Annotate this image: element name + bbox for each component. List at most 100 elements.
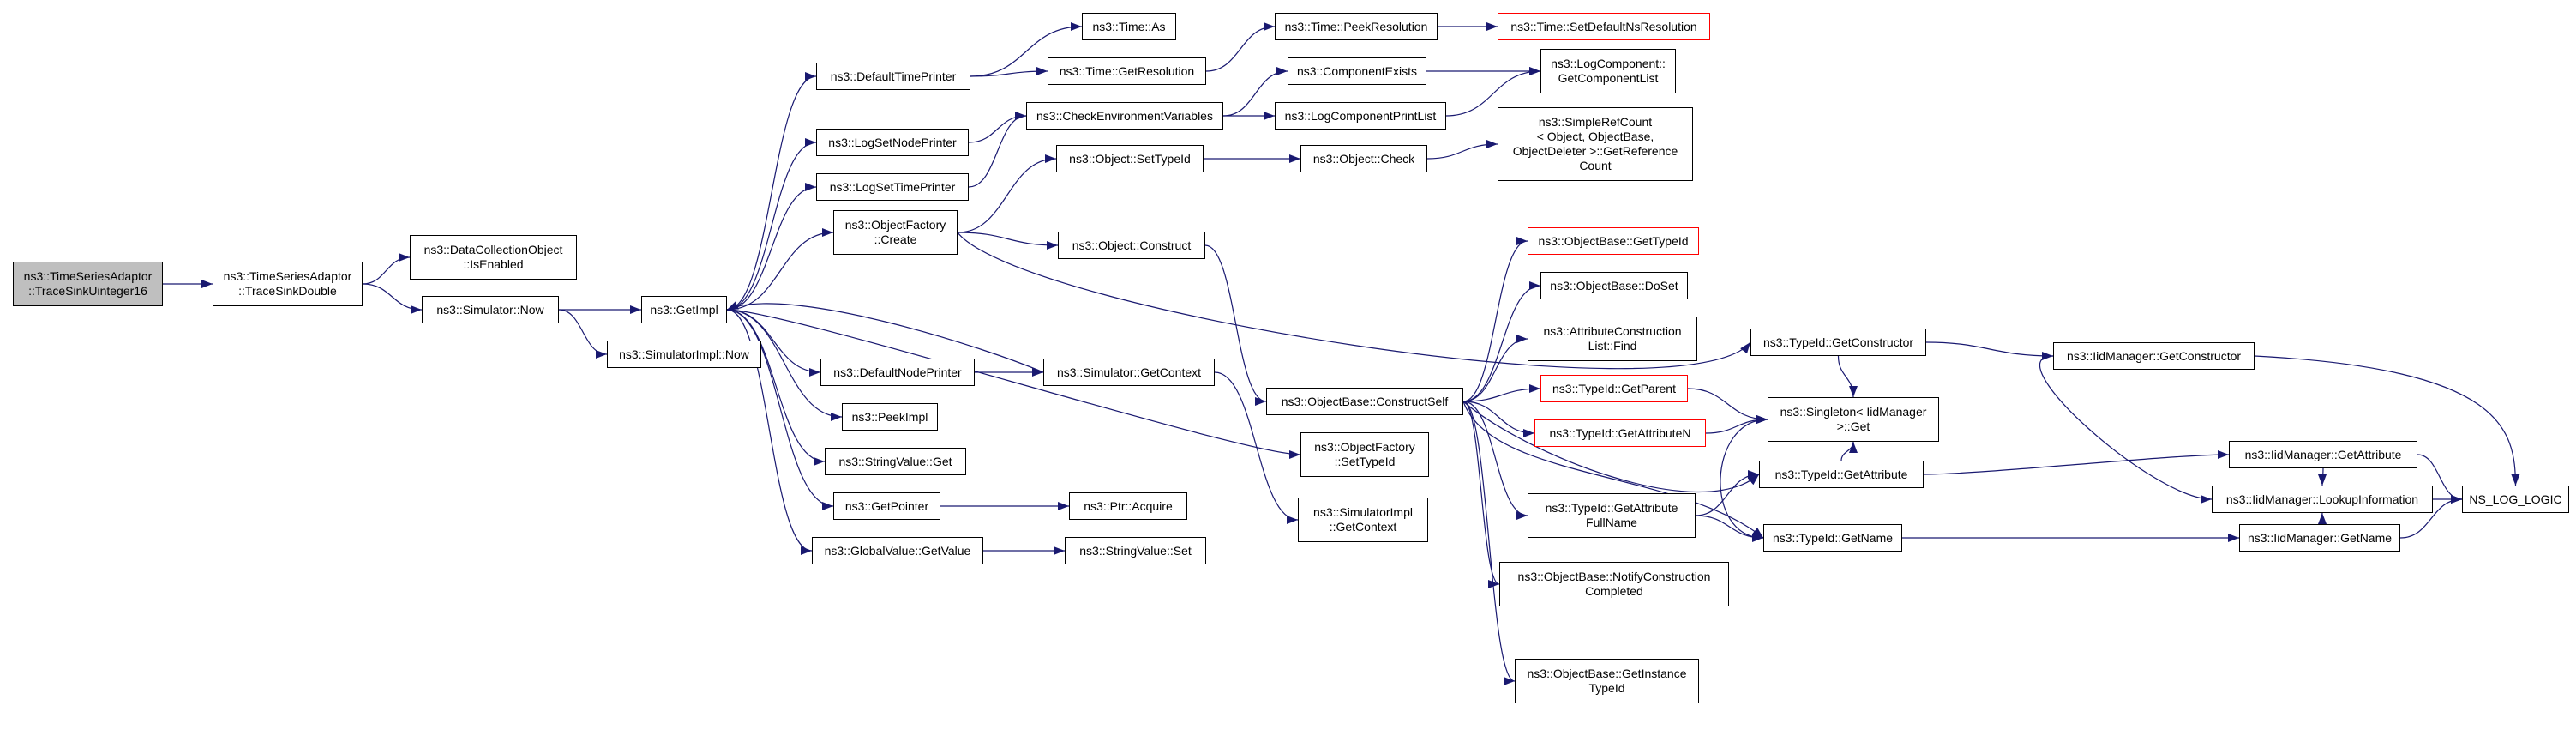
graph-node-constructSelf[interactable]: ns3::ObjectBase::ConstructSelf: [1266, 388, 1463, 415]
graph-node-aclFind[interactable]: ns3::AttributeConstruction List::Find: [1528, 317, 1697, 361]
graph-node-getPointer[interactable]: ns3::GetPointer: [833, 492, 940, 520]
graph-node-defaultNodePrinter[interactable]: ns3::DefaultNodePrinter: [820, 359, 975, 386]
graph-node-doSet[interactable]: ns3::ObjectBase::DoSet: [1540, 272, 1688, 299]
graph-node-stringValueGet[interactable]: ns3::StringValue::Get: [825, 448, 966, 475]
call-edge-factoryCreate-to-tidGetConstructor: [957, 232, 1751, 370]
call-edge-simGetContext-to-simImplGetContext: [1214, 371, 1299, 524]
call-edge-getImpl-to-logSetTimePrinter: [726, 183, 817, 311]
call-edge-checkEnvVars-to-componentExists: [1222, 67, 1288, 117]
call-edge-getAttributeN-to-singletonGet: [1705, 415, 1768, 434]
graph-node-ptrAcquire[interactable]: ns3::Ptr::Acquire: [1069, 492, 1187, 520]
call-edge-objConstruct-to-constructSelf: [1204, 244, 1267, 406]
graph-node-logSetTimePrinter[interactable]: ns3::LogSetTimePrinter: [816, 173, 969, 201]
call-edge-getImpl-to-factorySetTypeId: [726, 309, 1301, 459]
call-edge-constructSelf-to-tidGetName: [1462, 401, 1764, 539]
call-edge-getImpl-to-peekImpl: [726, 309, 843, 421]
graph-node-objBaseGetTypeId[interactable]: ns3::ObjectBase::GetTypeId: [1528, 227, 1699, 255]
call-edge-simGetContext-to-getImpl: [726, 301, 1044, 373]
graph-node-objSetTypeId[interactable]: ns3::Object::SetTypeId: [1056, 145, 1204, 172]
call-edge-getImpl-to-stringValueGet: [726, 309, 826, 466]
graph-node-timePeekResolution[interactable]: ns3::Time::PeekResolution: [1275, 13, 1438, 40]
graph-node-factoryCreate[interactable]: ns3::ObjectFactory ::Create: [833, 210, 958, 255]
call-edge-logSetTimePrinter-to-checkEnvVars: [968, 112, 1027, 188]
graph-node-logSetNodePrinter[interactable]: ns3::LogSetNodePrinter: [816, 129, 969, 156]
graph-node-logComponentPrintList[interactable]: ns3::LogComponentPrintList: [1275, 102, 1446, 130]
call-edge-factoryCreate-to-objSetTypeId: [957, 154, 1057, 233]
graph-node-getInstanceTypeId[interactable]: ns3::ObjectBase::GetInstance TypeId: [1515, 659, 1699, 703]
graph-node-singletonGet[interactable]: ns3::Singleton< IidManager >::Get: [1768, 397, 1939, 442]
graph-node-getParent[interactable]: ns3::TypeId::GetParent: [1540, 375, 1688, 402]
graph-node-getAttributeN[interactable]: ns3::TypeId::GetAttributeN: [1534, 419, 1706, 447]
call-edge-defaultTimePrinter-to-timeAs: [970, 22, 1083, 77]
graph-node-defaultTimePrinter[interactable]: ns3::DefaultTimePrinter: [816, 63, 970, 90]
call-edge-constructSelf-to-notifyCC: [1462, 401, 1500, 588]
graph-node-objConstruct[interactable]: ns3::Object::Construct: [1058, 232, 1205, 259]
graph-node-traceSinkDouble[interactable]: ns3::TimeSeriesAdaptor ::TraceSinkDouble: [213, 262, 363, 306]
call-edge-iidGetName-to-lookupInformation: [2317, 512, 2327, 525]
graph-node-timeAs[interactable]: ns3::Time::As: [1082, 13, 1176, 40]
call-edge-getImpl-to-factoryCreate: [726, 228, 834, 311]
call-edge-constructSelf-to-getInstanceTypeId: [1462, 401, 1516, 685]
call-edge-defaultTimePrinter-to-timeGetResolution: [970, 67, 1048, 77]
graph-node-iidGetAttribute[interactable]: ns3::IidManager::GetAttribute: [2229, 441, 2417, 468]
call-edge-tidGetAttribute-to-iidGetAttribute: [1923, 450, 2230, 475]
graph-node-lookupInformation[interactable]: ns3::IidManager::LookupInformation: [2212, 486, 2433, 513]
call-edge-objCheck-to-getRefCount: [1426, 140, 1498, 160]
graph-node-simNow[interactable]: ns3::Simulator::Now: [422, 296, 559, 323]
graph-node-nsLogLogic[interactable]: NS_LOG_LOGIC: [2462, 486, 2569, 513]
graph-node-simImplGetContext[interactable]: ns3::SimulatorImpl ::GetContext: [1298, 498, 1428, 542]
graph-node-stringValueSet[interactable]: ns3::StringValue::Set: [1065, 537, 1206, 564]
graph-node-iidGetName[interactable]: ns3::IidManager::GetName: [2239, 524, 2400, 552]
graph-node-objCheck[interactable]: ns3::Object::Check: [1300, 145, 1427, 172]
graph-node-isEnabled[interactable]: ns3::DataCollectionObject ::IsEnabled: [410, 235, 577, 280]
call-edge-tidGetConstructor-to-singletonGet: [1837, 355, 1858, 398]
graph-node-tidGetConstructor[interactable]: ns3::TypeId::GetConstructor: [1750, 329, 1926, 356]
call-edge-getImpl-to-logSetNodePrinter: [726, 138, 817, 311]
graph-node-peekImpl[interactable]: ns3::PeekImpl: [842, 403, 938, 431]
call-edge-logComponentPrintList-to-getComponentList: [1445, 67, 1541, 117]
call-edge-constructSelf-to-getAttrFullName: [1462, 401, 1528, 520]
graph-node-tidGetAttribute[interactable]: ns3::TypeId::GetAttribute: [1759, 461, 1924, 488]
graph-node-checkEnvVars[interactable]: ns3::CheckEnvironmentVariables: [1026, 102, 1223, 130]
call-edge-constructSelf-to-objBaseGetTypeId: [1462, 237, 1528, 402]
call-edge-iidGetConstructor-to-lookupInformation: [2039, 355, 2213, 504]
graph-node-getRefCount[interactable]: ns3::SimpleRefCount < Object, ObjectBase…: [1498, 107, 1693, 181]
call-edge-traceSinkDouble-to-isEnabled: [362, 253, 411, 285]
graph-node-traceSinkUint16[interactable]: ns3::TimeSeriesAdaptor ::TraceSinkUinteg…: [13, 262, 163, 306]
call-edge-constructSelf-to-getParent: [1462, 384, 1541, 402]
call-edge-constructSelf-to-tidGetAttribute: [1462, 401, 1760, 493]
call-edge-iidGetAttribute-to-lookupInformation: [2318, 467, 2327, 486]
call-edge-logSetNodePrinter-to-checkEnvVars: [968, 112, 1027, 143]
call-edge-timeGetResolution-to-timePeekResolution: [1205, 22, 1276, 72]
graph-node-simImplNow[interactable]: ns3::SimulatorImpl::Now: [607, 341, 761, 368]
graph-node-getAttrFullName[interactable]: ns3::TypeId::GetAttribute FullName: [1528, 493, 1696, 538]
graph-node-simGetContext[interactable]: ns3::Simulator::GetContext: [1043, 359, 1215, 386]
call-edge-getImpl-to-getPointer: [726, 309, 834, 510]
call-edge-getAttrFullName-to-tidGetAttribute: [1695, 470, 1760, 516]
call-edge-constructSelf-to-aclFind: [1462, 335, 1528, 402]
graph-node-timeSetDefaultNsResolution[interactable]: ns3::Time::SetDefaultNsResolution: [1498, 13, 1710, 40]
call-edge-tidGetName-to-singletonGet: [1720, 415, 1768, 539]
call-edge-getAttrFullName-to-tidGetName: [1695, 515, 1764, 542]
graph-node-globalGetValue[interactable]: ns3::GlobalValue::GetValue: [812, 537, 983, 564]
call-edge-factoryCreate-to-objConstruct: [957, 232, 1059, 250]
graph-node-factorySetTypeId[interactable]: ns3::ObjectFactory ::SetTypeId: [1300, 432, 1429, 477]
call-edge-constructSelf-to-getAttributeN: [1462, 401, 1535, 437]
graph-node-iidGetConstructor[interactable]: ns3::IidManager::GetConstructor: [2053, 342, 2255, 370]
call-edge-tidGetAttribute-to-singletonGet: [1840, 441, 1858, 461]
call-edge-traceSinkDouble-to-simNow: [362, 283, 423, 314]
graph-node-componentExists[interactable]: ns3::ComponentExists: [1288, 57, 1426, 85]
graph-node-tidGetName[interactable]: ns3::TypeId::GetName: [1763, 524, 1902, 552]
call-edge-getImpl-to-globalGetValue: [726, 309, 813, 555]
graph-node-notifyCC[interactable]: ns3::ObjectBase::NotifyConstruction Comp…: [1499, 562, 1729, 606]
call-edge-iidGetConstructor-to-nsLogLogic: [2254, 355, 2520, 486]
call-edge-getParent-to-singletonGet: [1687, 388, 1768, 424]
graph-node-timeGetResolution[interactable]: ns3::Time::GetResolution: [1048, 57, 1206, 85]
graph-node-getImpl[interactable]: ns3::GetImpl: [641, 296, 727, 323]
call-edge-tidGetConstructor-to-iidGetConstructor: [1925, 341, 2054, 360]
call-edge-constructSelf-to-doSet: [1462, 281, 1541, 402]
graph-node-getComponentList[interactable]: ns3::LogComponent:: GetComponentList: [1540, 49, 1676, 93]
call-edge-simNow-to-simImplNow: [558, 309, 608, 359]
